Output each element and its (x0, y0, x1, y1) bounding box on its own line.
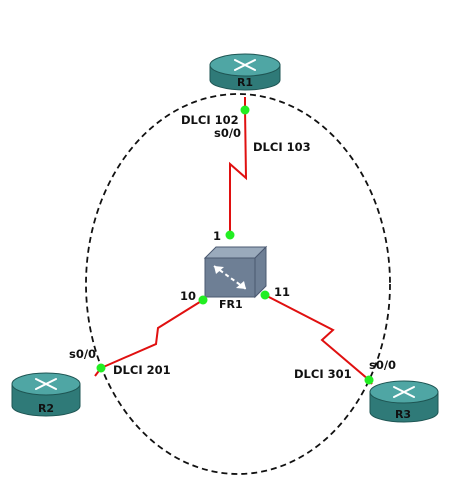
r1-dlci-103-label: DLCI 103 (253, 140, 311, 154)
port-fr1-10[interactable] (198, 295, 208, 305)
r2-interface-label: s0/0 (69, 347, 96, 361)
router-r2[interactable]: R2 (11, 372, 81, 417)
link-r1-fr1 (229, 97, 248, 235)
fr-port-1-label: 1 (213, 229, 221, 243)
frame-relay-switch-icon (203, 245, 268, 299)
r1-dlci-102-label: DLCI 102 (181, 113, 239, 127)
frame-relay-boundary-ellipse (85, 93, 391, 475)
r2-dlci-201-label: DLCI 201 (113, 363, 171, 377)
router-r1-label: R1 (237, 76, 253, 89)
router-r3-label: R3 (395, 408, 411, 421)
fr-port-11-label: 11 (274, 285, 290, 299)
r3-interface-label: s0/0 (369, 358, 396, 372)
port-r1-s0-0[interactable] (240, 105, 250, 115)
fr-port-10-label: 10 (180, 289, 196, 303)
port-r2-s0-0[interactable] (96, 363, 106, 373)
router-icon (369, 380, 439, 423)
port-r3-s0-0[interactable] (364, 375, 374, 385)
router-r1[interactable]: R1 (209, 53, 281, 91)
router-r2-label: R2 (38, 402, 54, 415)
r1-interface-label: s0/0 (214, 126, 241, 140)
router-r3[interactable]: R3 (369, 380, 439, 423)
r3-dlci-301-label: DLCI 301 (294, 367, 352, 381)
port-fr1-1[interactable] (225, 230, 235, 240)
port-fr1-11[interactable] (260, 290, 270, 300)
frame-relay-switch-fr1[interactable]: FR1 (203, 245, 268, 311)
router-icon (11, 372, 81, 417)
router-icon (209, 53, 281, 91)
switch-fr1-label: FR1 (219, 298, 243, 311)
